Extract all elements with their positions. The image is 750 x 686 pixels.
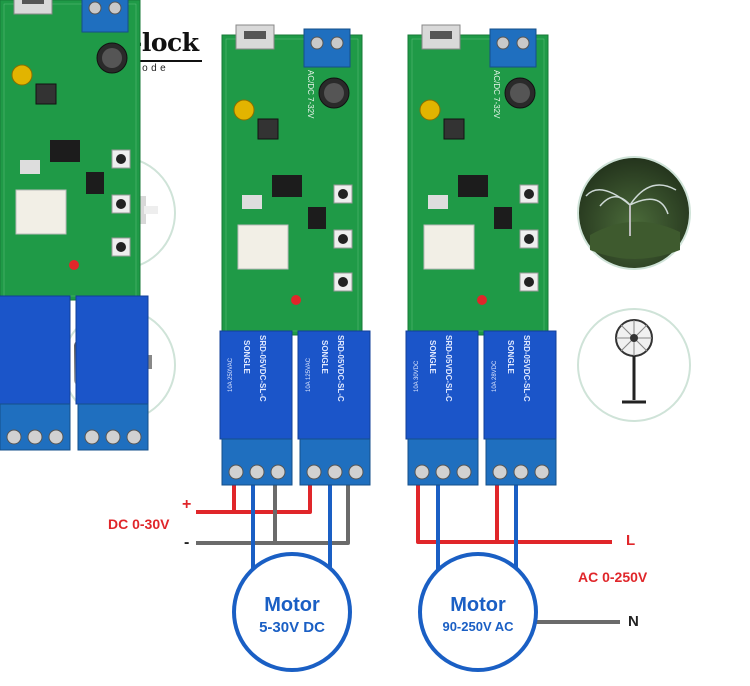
board-power-label-left: AC/DC 7-32V (306, 70, 315, 119)
ac-supply-label: AC 0-250V (578, 569, 648, 585)
relay-brand-3: SONGLE (428, 340, 437, 374)
relay-model-4: SRD-05VDC-SL-C (522, 335, 531, 402)
relay-rating-3: 10A 30VDC (414, 360, 420, 392)
motor-ac-rating: 90-250V AC (442, 619, 514, 634)
board-power-label-right: AC/DC 7-32V (492, 70, 501, 119)
relay-brand-2: SONGLE (320, 340, 329, 374)
motor-ac (418, 552, 538, 672)
motor-dc-rating: 5-30V DC (259, 619, 325, 636)
relay-rating-4: 10A 28VDC (492, 360, 498, 392)
relay-model-3: SRD-05VDC-SL-C (444, 335, 453, 402)
motor-dc-name: Motor (264, 594, 320, 616)
relay-model-1: SRD-05VDC-SL-C (258, 335, 267, 402)
neutral-label: N (628, 613, 639, 630)
dc-plus-label: + (182, 496, 192, 513)
relay-rating-1: 10A 250VAC (228, 357, 234, 392)
dc-minus-label: - (184, 534, 190, 551)
relay-brand-4: SONGLE (506, 340, 515, 374)
relay-model-2: SRD-05VDC-SL-C (336, 335, 345, 402)
dc-supply-label: DC 0-30V (108, 516, 170, 532)
live-label: L (626, 532, 636, 549)
relay-brand-1: SONGLE (242, 340, 251, 374)
relay-board-right (405, 24, 557, 486)
motor-ac-name: Motor (450, 594, 506, 616)
wiring (196, 470, 620, 624)
motor-dc (232, 552, 352, 672)
relay-rating-2: 10A 125VAC (306, 357, 312, 392)
sprinkler-icon (577, 156, 691, 270)
relay-board-left (219, 24, 371, 486)
fan-icon (577, 308, 691, 422)
